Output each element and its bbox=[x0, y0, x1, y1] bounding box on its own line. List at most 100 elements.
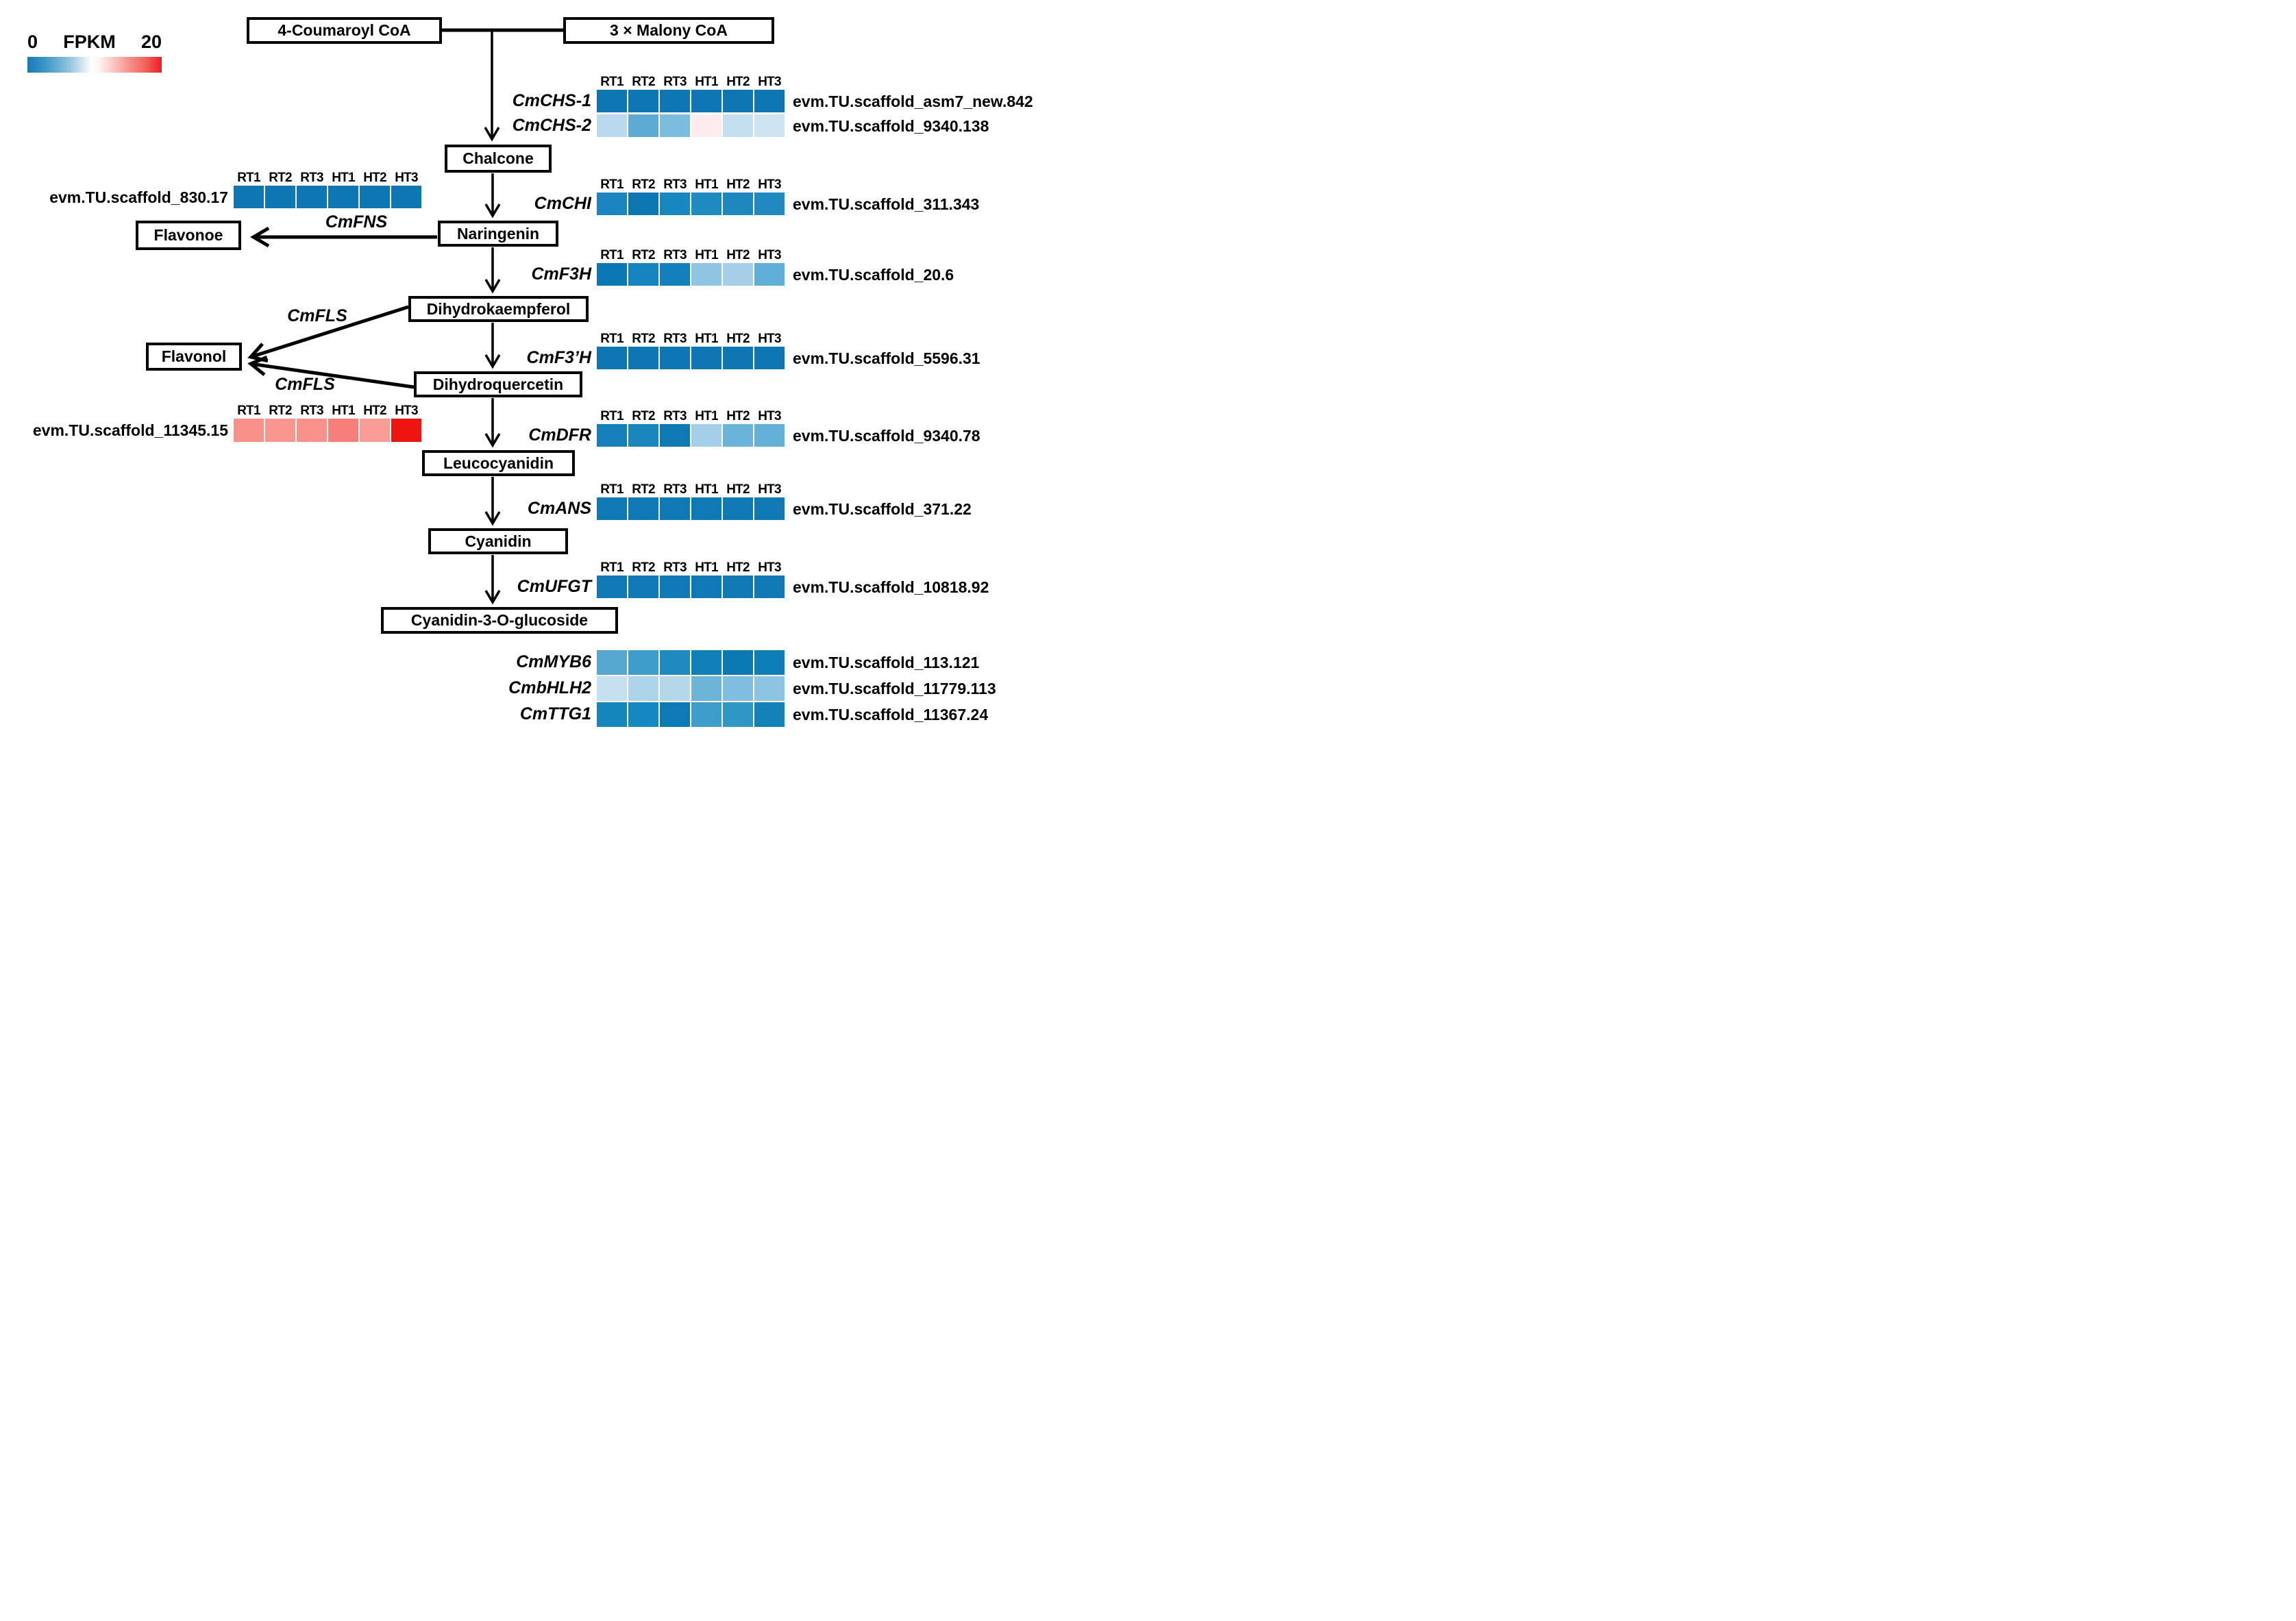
sample-header-rt2: RT2 bbox=[269, 404, 292, 418]
cmf3ph-cell-ht3 bbox=[754, 347, 785, 369]
box-flavonoe: Flavonoe bbox=[136, 221, 241, 250]
cmchs2-cell-ht3 bbox=[754, 114, 785, 137]
fns-cell-rt3 bbox=[297, 186, 327, 208]
sample-header-rt1: RT1 bbox=[237, 404, 260, 418]
cmttg1-heatmap bbox=[597, 702, 785, 727]
scaffold-label-cmans: evm.TU.scaffold_371.22 bbox=[793, 499, 972, 518]
cmchi-cell-ht3 bbox=[754, 193, 785, 215]
cmans-cell-ht2 bbox=[723, 497, 753, 520]
scaffold-label-cmdfr: evm.TU.scaffold_9340.78 bbox=[793, 426, 980, 445]
cmf3ph-cell-ht1 bbox=[691, 347, 721, 369]
fls-cell-ht1 bbox=[328, 419, 358, 442]
sample-header-rt3: RT3 bbox=[663, 75, 687, 89]
sample-header-ht1: HT1 bbox=[695, 409, 718, 423]
fns-cell-rt1 bbox=[234, 186, 264, 208]
scaffold-label-cmchi: evm.TU.scaffold_311.343 bbox=[793, 195, 980, 213]
cmf3ph-cell-rt3 bbox=[660, 347, 690, 369]
sample-header-ht3: HT3 bbox=[758, 482, 781, 497]
box-naringenin: Naringenin bbox=[438, 221, 558, 247]
sample-header-ht1: HT1 bbox=[332, 171, 355, 185]
cmf3h-cell-rt1 bbox=[597, 263, 627, 286]
cmmyb6-cell-rt3 bbox=[660, 650, 690, 675]
scaffold-label-cmf3h: evm.TU.scaffold_20.6 bbox=[793, 265, 954, 284]
sample-header-ht2: HT2 bbox=[726, 75, 750, 89]
sample-header-ht3: HT3 bbox=[758, 248, 781, 262]
sample-header-rt1: RT1 bbox=[600, 75, 624, 89]
cmchs2-cell-ht1 bbox=[691, 114, 721, 137]
cmchs1-cell-ht1 bbox=[691, 90, 721, 112]
cmufgt-cell-rt3 bbox=[660, 576, 690, 598]
cmchi-heatmap bbox=[597, 193, 785, 215]
sample-header-rt1: RT1 bbox=[600, 560, 624, 575]
cmans-cell-rt2 bbox=[628, 497, 658, 520]
gene-label-cmmyb6: CmMYB6 bbox=[516, 652, 591, 671]
sample-header-rt3: RT3 bbox=[663, 409, 687, 423]
fns-cell-ht1 bbox=[328, 186, 358, 208]
cmmyb6-cell-ht3 bbox=[754, 650, 785, 675]
sample-header-rt1: RT1 bbox=[600, 409, 624, 423]
cmmyb6-cell-rt1 bbox=[597, 650, 627, 675]
cmufgt-cell-ht1 bbox=[691, 576, 721, 598]
cmdfr-cell-rt3 bbox=[660, 424, 690, 447]
enzyme-label-cmfns: CmFNS bbox=[325, 212, 388, 232]
cmchs1-cell-ht3 bbox=[754, 90, 785, 112]
sample-header-rt2: RT2 bbox=[269, 171, 292, 185]
sample-header-ht3: HT3 bbox=[758, 409, 781, 423]
cmchs1-cell-rt1 bbox=[597, 90, 627, 112]
sample-header-rt2: RT2 bbox=[632, 248, 655, 262]
cmchs1-cell-rt2 bbox=[628, 90, 658, 112]
legend-min-label: 0 bbox=[27, 32, 38, 52]
cmchs2-cell-rt3 bbox=[660, 114, 690, 137]
cmf3h-heatmap bbox=[597, 263, 785, 286]
cmf3ph-cell-ht2 bbox=[723, 347, 753, 369]
gene-label-cmufgt: CmUFGT bbox=[517, 576, 591, 596]
sample-header-ht1: HT1 bbox=[695, 482, 718, 497]
enzyme-label-cmfls-lower: CmFLS bbox=[275, 375, 335, 394]
scaffold-label-cmchs2: evm.TU.scaffold_9340.138 bbox=[793, 116, 989, 135]
cmf3h-cell-ht2 bbox=[723, 263, 753, 286]
gene-label-cmchs2: CmCHS-2 bbox=[512, 115, 591, 135]
cmdfr-cell-ht2 bbox=[723, 424, 753, 447]
cmbhlh2-cell-rt3 bbox=[660, 676, 690, 701]
cmufgt-heatmap bbox=[597, 576, 785, 598]
cmf3ph-cell-rt2 bbox=[628, 347, 658, 369]
cmchi-cell-rt2 bbox=[628, 193, 658, 215]
sample-header-rt3: RT3 bbox=[300, 404, 323, 418]
sample-header-rt1: RT1 bbox=[600, 177, 624, 192]
scaffold-label-cmf3ph: evm.TU.scaffold_5596.31 bbox=[793, 349, 980, 367]
cmans-heatmap bbox=[597, 497, 785, 520]
sample-header-ht1: HT1 bbox=[695, 332, 718, 346]
sample-header-ht3: HT3 bbox=[758, 332, 781, 346]
sample-header-rt2: RT2 bbox=[632, 409, 655, 423]
cmchs1-heatmap bbox=[597, 90, 785, 112]
cmchs2-cell-rt1 bbox=[597, 114, 627, 137]
sample-header-rt2: RT2 bbox=[632, 332, 655, 346]
fls-cell-ht2 bbox=[360, 419, 390, 442]
cmf3h-cell-ht1 bbox=[691, 263, 721, 286]
cmttg1-cell-ht2 bbox=[723, 702, 753, 727]
gene-label-cmdfr: CmDFR bbox=[528, 425, 591, 445]
fls-heatmap bbox=[234, 419, 421, 442]
sample-header-rt3: RT3 bbox=[663, 248, 687, 262]
cmans-cell-rt3 bbox=[660, 497, 690, 520]
scaffold-label-fns: evm.TU.scaffold_830.17 bbox=[49, 188, 228, 206]
box-dihydroquercetin: Dihydroquercetin bbox=[414, 371, 582, 397]
sample-header-rt3: RT3 bbox=[663, 332, 687, 346]
cmf3h-cell-ht3 bbox=[754, 263, 785, 286]
sample-header-ht1: HT1 bbox=[695, 75, 718, 89]
sample-header-ht1: HT1 bbox=[332, 404, 355, 418]
scaffold-label-cmttg1: evm.TU.scaffold_11367.24 bbox=[793, 706, 989, 723]
fns-cell-rt2 bbox=[265, 186, 295, 208]
pathway-figure: 0 FPKM 20 4-Coumaroyl CoA 3 × Malony CoA… bbox=[0, 0, 1059, 747]
cmdfr-cell-rt2 bbox=[628, 424, 658, 447]
box-flavonol: Flavonol bbox=[146, 343, 242, 371]
cmttg1-cell-rt1 bbox=[597, 702, 627, 727]
cmbhlh2-cell-ht2 bbox=[723, 676, 753, 701]
box-cyanidin: Cyanidin bbox=[428, 528, 568, 554]
box-cyanidin-3-o-glucoside: Cyanidin-3-O-glucoside bbox=[381, 607, 618, 634]
cmf3h-cell-rt3 bbox=[660, 263, 690, 286]
fpkm-legend-labels: 0 FPKM 20 bbox=[27, 32, 162, 52]
cmbhlh2-cell-rt1 bbox=[597, 676, 627, 701]
